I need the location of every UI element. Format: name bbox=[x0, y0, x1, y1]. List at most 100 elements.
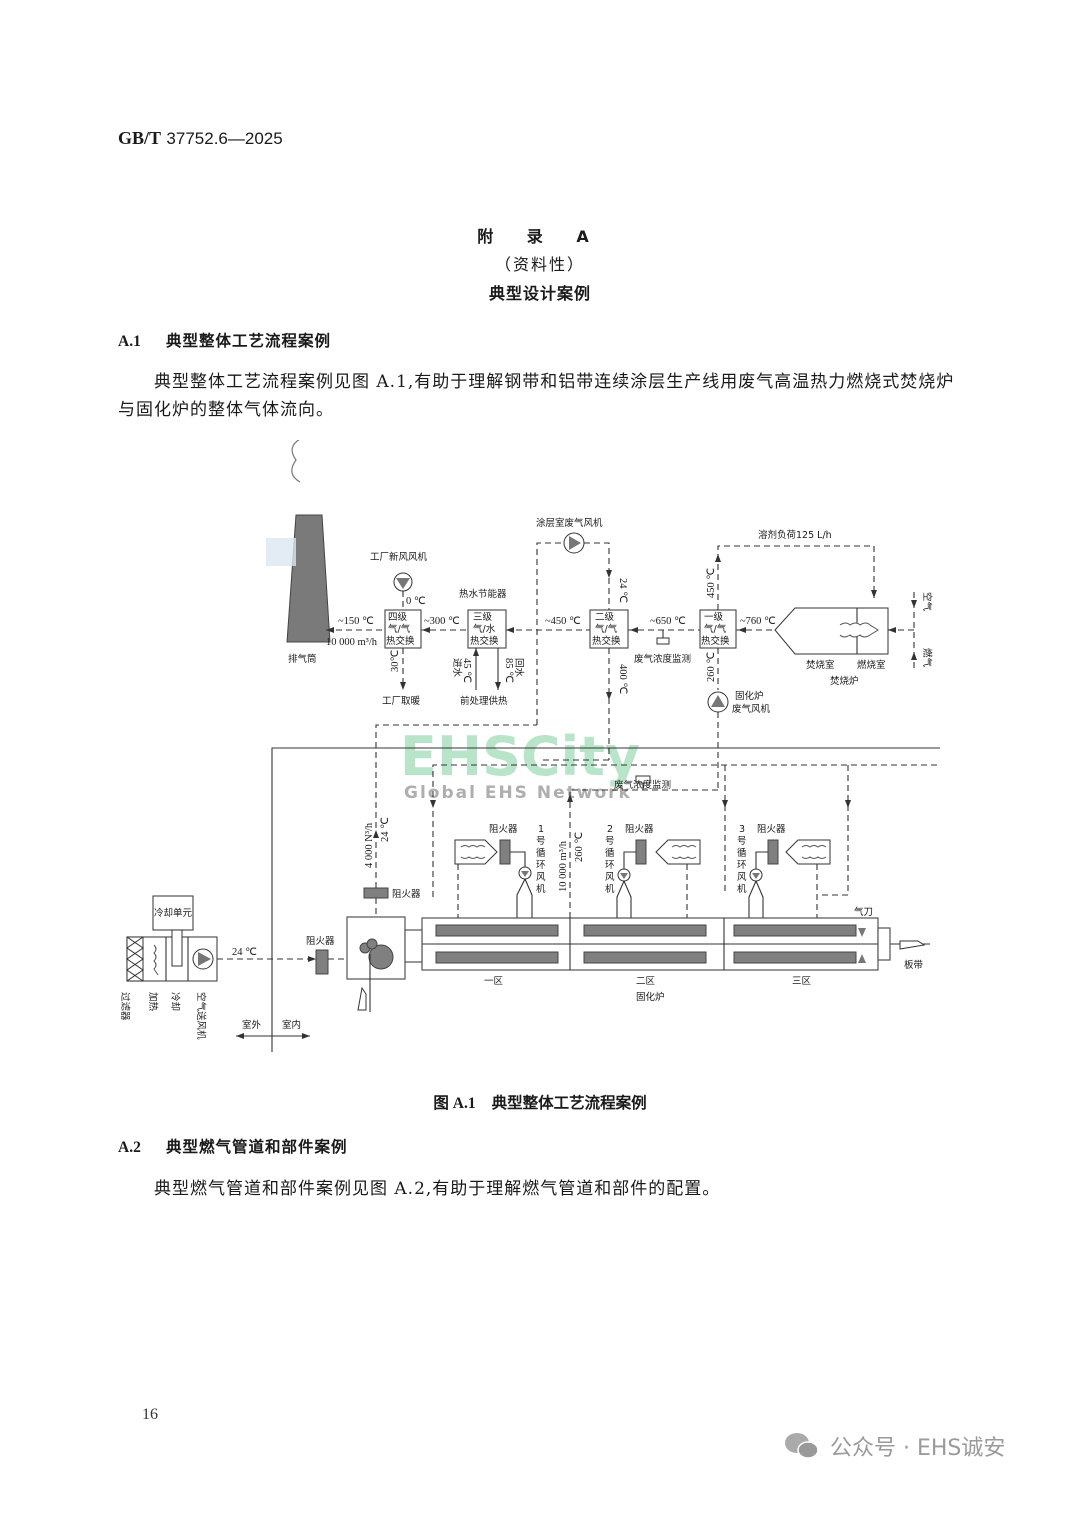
label-exhaust-monitor-top: 废气浓度监测 bbox=[634, 653, 691, 665]
section-number: A.2 bbox=[118, 1139, 141, 1156]
label-fresh-air-fan: 工厂新风风机 bbox=[370, 551, 428, 563]
temp-450: ~450 ℃ bbox=[545, 616, 581, 627]
strip-entry-arrow bbox=[357, 986, 367, 1011]
burner-unit-3 bbox=[767, 839, 831, 865]
label-coating-room-fan: 涂层室废气风机 bbox=[536, 517, 603, 529]
label-curing-oven: 固化炉 bbox=[636, 991, 665, 1003]
page-number: 16 bbox=[142, 1406, 158, 1423]
svg-text:号: 号 bbox=[536, 836, 546, 847]
svg-text:1: 1 bbox=[538, 824, 544, 835]
flow-10000-v: 10 000 m³/h bbox=[558, 840, 569, 892]
section-number: A.1 bbox=[118, 333, 141, 350]
heater-2b bbox=[583, 951, 707, 964]
label-incinerator-chamber: 焚烧室 bbox=[806, 659, 835, 671]
exhaust-monitor-mid-icon bbox=[635, 775, 651, 784]
temp-300: ~300 ℃ bbox=[424, 616, 460, 627]
hx2-line1: 二级 bbox=[595, 611, 615, 623]
svg-text:循: 循 bbox=[737, 847, 747, 859]
appendix-title: 典型设计案例 bbox=[488, 284, 591, 303]
heater-3b bbox=[733, 951, 857, 964]
hx4-line2: 气/气 bbox=[388, 623, 411, 635]
wechat-watermark: 公众号 · EHS诚安 bbox=[782, 1430, 1005, 1462]
label-gas: 燃气 bbox=[921, 648, 933, 668]
figure-title: 典型整体工艺流程案例 bbox=[491, 1094, 647, 1112]
process-flow-diagram: EHSCity Global EHS Network 排气筒 四级 气/气 热交… bbox=[119, 440, 940, 1052]
temp-450-v: 450 ℃ bbox=[706, 568, 717, 598]
label-pretreat-heat: 前处理供热 bbox=[460, 695, 508, 707]
svg-text:风: 风 bbox=[737, 872, 747, 883]
svg-text:环: 环 bbox=[737, 860, 747, 871]
label-supply-fan: 空气送风机 bbox=[195, 992, 207, 1040]
label-zone3: 三区 bbox=[792, 976, 812, 987]
svg-text:风: 风 bbox=[605, 872, 615, 883]
hx3-box bbox=[467, 609, 507, 649]
svg-text:3: 3 bbox=[739, 824, 745, 835]
burner-unit-2 bbox=[635, 839, 701, 865]
section-title: 典型整体工艺流程案例 bbox=[166, 332, 332, 350]
heater-1b bbox=[435, 951, 559, 964]
svg-text:机: 机 bbox=[605, 883, 615, 895]
label-cooling: 冷却 bbox=[169, 992, 181, 1011]
svg-text:机: 机 bbox=[536, 883, 546, 895]
air-knife-bottom-icon bbox=[858, 954, 866, 963]
temp-0: 0 ℃ bbox=[406, 596, 426, 607]
filter-icon bbox=[126, 936, 144, 982]
hx4-box bbox=[384, 609, 422, 649]
strip-direction-arrow bbox=[899, 940, 926, 950]
wechat-watermark-text: 公众号 · EHS诚安 bbox=[830, 1436, 1006, 1461]
appendix-nature: （资料性） bbox=[494, 255, 585, 274]
temp-260-v: 260 ℃ bbox=[706, 652, 717, 682]
hx1-line2: 气/气 bbox=[704, 623, 727, 635]
standard-code: GB/T 37752.6—2025 bbox=[118, 128, 283, 149]
flow-4000: 4 000 N³/h bbox=[364, 822, 375, 868]
label-stack: 排气筒 bbox=[288, 653, 317, 665]
flame-arrester-supply-icon bbox=[315, 949, 329, 975]
label-heating: 加热 bbox=[147, 992, 159, 1012]
label-curing-fan-2: 废气风机 bbox=[732, 703, 771, 715]
cooling-coil-icon bbox=[171, 929, 183, 967]
figure-number: 图 A.1 bbox=[433, 1095, 476, 1112]
label-exhaust-monitor-mid: 废气浓度监测 bbox=[614, 779, 671, 791]
label-curing-fan-1: 固化炉 bbox=[735, 690, 764, 702]
hx3-line3: 热交换 bbox=[470, 635, 499, 647]
label-incinerator: 焚烧炉 bbox=[830, 675, 859, 687]
section-heading-a1: A.1 典型整体工艺流程案例 bbox=[118, 329, 331, 351]
label-burner-chamber: 燃烧室 bbox=[857, 659, 886, 671]
temp-45: 45 ℃ bbox=[461, 658, 472, 683]
wechat-icon bbox=[785, 1433, 819, 1459]
figure-caption: 图 A.1 典型整体工艺流程案例 bbox=[0, 1091, 1080, 1113]
label-flame-arrester-1: 阻火器 bbox=[489, 824, 518, 835]
svg-text:号: 号 bbox=[605, 836, 615, 847]
hx2-line3: 热交换 bbox=[592, 635, 621, 647]
label-zone1: 一区 bbox=[484, 976, 504, 987]
label-air: 空气 bbox=[921, 592, 933, 612]
heater-3a bbox=[733, 924, 857, 937]
label-indoor: 室内 bbox=[282, 1019, 301, 1031]
incinerator-icon bbox=[774, 607, 889, 655]
hx1-line3: 热交换 bbox=[701, 635, 730, 647]
temp-760: ~760 ℃ bbox=[740, 616, 776, 627]
fan1-label: 1 号 循 环 风 机 bbox=[536, 824, 546, 895]
hx2-line2: 气/气 bbox=[595, 623, 618, 635]
label-flame-arrester-3: 阻火器 bbox=[757, 824, 786, 835]
hx4-line3: 热交换 bbox=[386, 635, 415, 647]
heater-1a bbox=[435, 924, 559, 937]
stack-icon bbox=[266, 440, 340, 643]
hx4-line1: 四级 bbox=[388, 611, 408, 623]
ehscity-watermark: EHSCity bbox=[400, 725, 640, 788]
air-knife-top-icon bbox=[858, 928, 866, 937]
standard-prefix: GB/T bbox=[118, 128, 162, 148]
svg-text:机: 机 bbox=[737, 883, 747, 895]
label-economizer: 热水节能器 bbox=[459, 588, 507, 600]
label-filter: 过滤器 bbox=[119, 992, 131, 1021]
burner-unit-1 bbox=[454, 839, 511, 865]
section-paragraph-a1: 典型整体工艺流程案例见图 A.1,有助于理解钢带和铝带连续涂层生产线用废气高温热… bbox=[118, 372, 955, 420]
hx1-line1: 一级 bbox=[704, 611, 724, 623]
temp-650: ~650 ℃ bbox=[650, 616, 686, 627]
heater-2a bbox=[583, 924, 707, 937]
temp-24-v: 24 ℃ bbox=[380, 817, 391, 842]
svg-text:2: 2 bbox=[607, 824, 613, 835]
label-solvent-load: 溶剂负荷125 L/h bbox=[758, 529, 832, 541]
flow-10000: 10 000 m³/h bbox=[326, 637, 378, 648]
